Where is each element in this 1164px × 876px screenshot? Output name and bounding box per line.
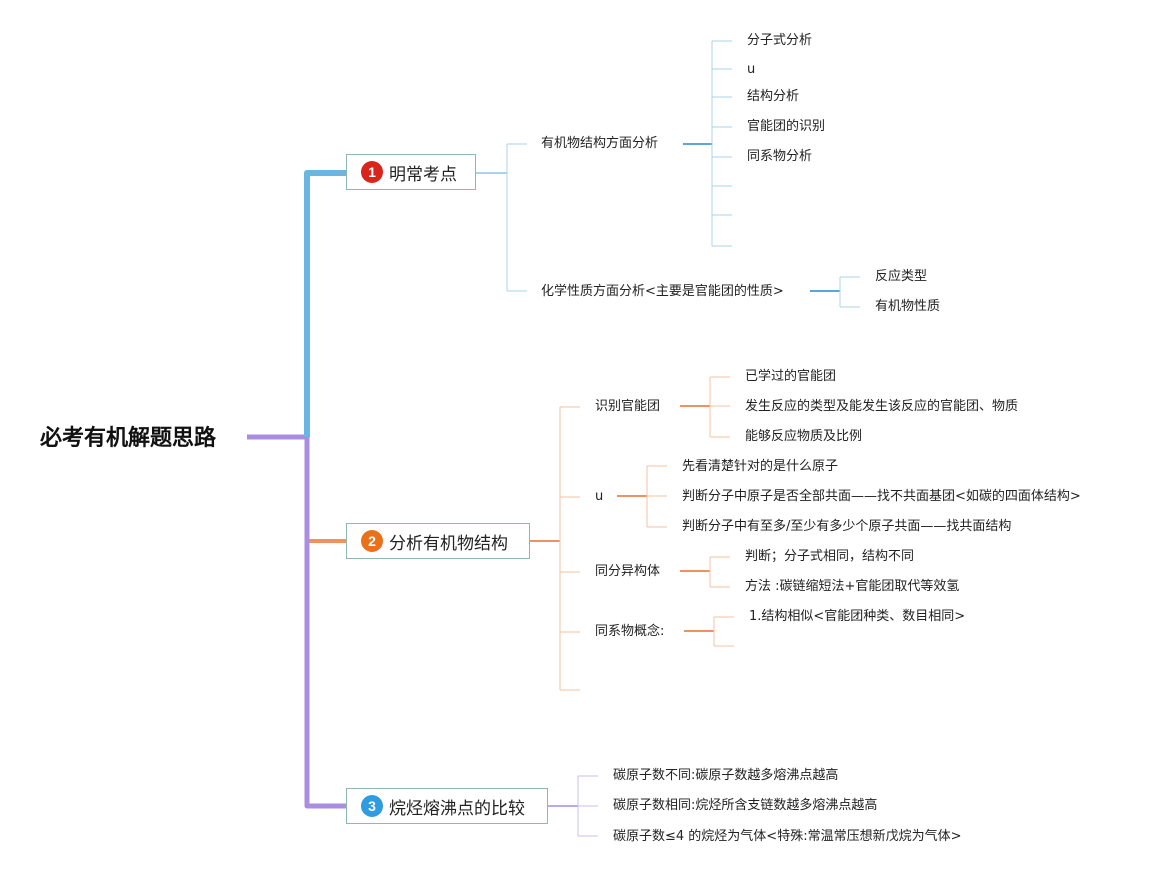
- leaf-reaction-type[interactable]: 反应类型: [875, 269, 928, 284]
- trunk-branch-3: [304, 437, 346, 809]
- leaf-u[interactable]: u: [747, 62, 756, 77]
- leaf-functional-group[interactable]: 官能团的识别: [747, 119, 826, 134]
- leaf-organic-properties[interactable]: 有机物性质: [875, 299, 941, 314]
- leaf-structure[interactable]: 结构分析: [747, 89, 800, 104]
- leaf-isomer-method[interactable]: 方法 :碳链缩短法+官能团取代等效氢: [745, 579, 960, 594]
- leaf-isomer-judgement[interactable]: 判断；分子式相同，结构不同: [745, 549, 915, 564]
- number-1-badge-icon: 1: [361, 161, 383, 183]
- subtopic-u[interactable]: u: [595, 489, 604, 504]
- leaf-similar-structure[interactable]: 1.结构相似<官能团种类、数目相同>: [749, 609, 966, 624]
- branch-1-label: 明常考点: [389, 164, 457, 185]
- subtopic-isomers[interactable]: 同分异构体: [595, 564, 661, 579]
- branch-2-label: 分析有机物结构: [389, 533, 508, 554]
- leaf-reaction-ratio[interactable]: 能够反应物质及比例: [745, 429, 863, 444]
- subtopic-identify-groups[interactable]: 识别官能团: [595, 399, 661, 414]
- branch-1-topic[interactable]: 1 明常考点: [346, 154, 476, 190]
- leaf-homologue[interactable]: 同系物分析: [747, 149, 813, 164]
- leaf-coplanar-count[interactable]: 判断分子中有至多/至少有多少个原子共面——找共面结构: [682, 519, 1012, 534]
- number-3-badge-icon: 3: [361, 795, 383, 817]
- leaf-learned-groups[interactable]: 已学过的官能团: [745, 369, 837, 384]
- root-topic[interactable]: 必考有机解题思路: [40, 426, 217, 451]
- number-2-badge-icon: 2: [361, 530, 383, 552]
- leaf-target-atom[interactable]: 先看清楚针对的是什么原子: [682, 459, 839, 474]
- leaf-gas-alkanes[interactable]: 碳原子数≤4 的烷烃为气体<特殊:常温常压想新戊烷为气体>: [613, 829, 962, 844]
- leaf-carbon-count-same[interactable]: 碳原子数相同:烷烃所含支链数越多熔沸点越高: [613, 798, 878, 813]
- subtopic-structure-analysis[interactable]: 有机物结构方面分析: [541, 136, 659, 151]
- trunk-branch-1: [304, 170, 346, 437]
- branch-3-label: 烷烃熔沸点的比较: [389, 798, 525, 819]
- branch-3-topic[interactable]: 3 烷烃熔沸点的比较: [346, 788, 548, 824]
- leaf-molecular-formula[interactable]: 分子式分析: [747, 33, 813, 48]
- leaf-coplanar-all[interactable]: 判断分子中原子是否全部共面——找不共面基团<如碳的四面体结构>: [682, 489, 1081, 504]
- leaf-carbon-count-different[interactable]: 碳原子数不同:碳原子数越多熔沸点越高: [613, 768, 839, 783]
- subtopic-homologue-concept[interactable]: 同系物概念:: [595, 624, 665, 639]
- subtopic-chemical-properties[interactable]: 化学性质方面分析<主要是官能团的性质>: [541, 284, 784, 299]
- branch-2-topic[interactable]: 2 分析有机物结构: [346, 523, 530, 559]
- leaf-reaction-types[interactable]: 发生反应的类型及能发生该反应的官能团、物质: [745, 399, 1019, 414]
- trunk-branch-2: [305, 437, 346, 543]
